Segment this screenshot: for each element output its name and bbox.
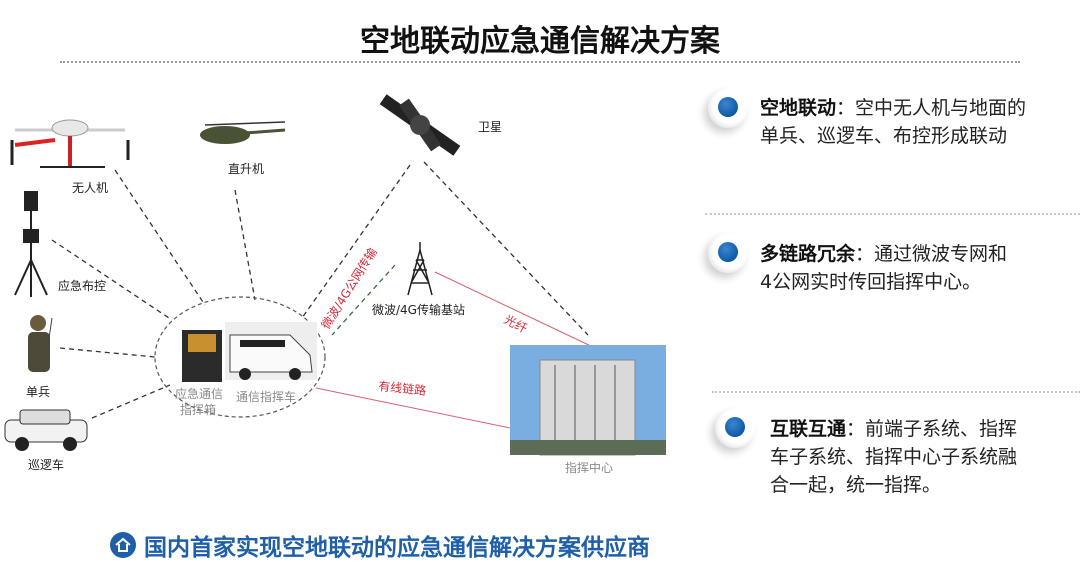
command-vehicle-label: 通信指挥车 bbox=[236, 389, 296, 404]
wired-link-label: 有线链路 bbox=[378, 378, 427, 398]
link-helicopter bbox=[234, 189, 256, 301]
home-icon bbox=[110, 532, 136, 558]
helicopter-icon bbox=[200, 121, 286, 144]
title-divider bbox=[60, 61, 1020, 63]
point-text: 前端子系统、指挥 bbox=[865, 418, 1018, 440]
base-station-label: 微波/4G传输基站 bbox=[372, 302, 465, 317]
satellite-icon bbox=[379, 94, 461, 156]
point-redundancy: 多链路冗余：通过微波专网和 4公网实时传回指挥中心。 bbox=[760, 240, 1007, 296]
point-text: 单兵、巡逻车、布控形成联动 bbox=[760, 125, 1008, 147]
drone-icon bbox=[10, 119, 130, 168]
dashed-links bbox=[51, 161, 589, 419]
patrol-car-label: 巡逻车 bbox=[28, 457, 64, 472]
command-center-building-icon bbox=[510, 345, 666, 456]
point-text: 车子系统、指挥中心子系统融 bbox=[770, 446, 1018, 468]
link-drone bbox=[114, 169, 206, 306]
point-text: 空中无人机与地面的 bbox=[855, 97, 1027, 119]
bullet-icon bbox=[708, 88, 748, 128]
footer-text: 国内首家实现空地联动的应急通信解决方案供应商 bbox=[144, 535, 650, 561]
link-tripod bbox=[51, 239, 173, 321]
helicopter-label: 直升机 bbox=[228, 162, 264, 176]
footer-banner: 国内首家实现空地联动的应急通信解决方案供应商 bbox=[110, 528, 650, 562]
command-box-icon bbox=[182, 330, 222, 382]
point-heading: 互联互通 bbox=[770, 418, 847, 440]
link-soldier bbox=[59, 347, 156, 358]
link-base-station bbox=[331, 264, 396, 336]
point-interconnect: 互联互通：前端子系统、指挥 车子系统、指挥中心子系统融 合一起，统一指挥。 bbox=[770, 415, 1017, 499]
point-text: 合一起，统一指挥。 bbox=[770, 474, 942, 496]
patrol-car-icon bbox=[4, 409, 88, 451]
point-text: 通过微波专网和 bbox=[874, 243, 1008, 265]
command-center-label: 指挥中心 bbox=[565, 460, 613, 475]
link-satellite-center bbox=[423, 161, 589, 336]
page-title: 空地联动应急通信解决方案 bbox=[360, 24, 720, 59]
base-station-tower-icon bbox=[407, 242, 433, 296]
bullet-icon bbox=[715, 408, 755, 448]
divider bbox=[705, 213, 1080, 215]
fiber-line bbox=[434, 271, 596, 349]
fiber-link-label: 光纤 bbox=[502, 312, 530, 336]
wired-line bbox=[315, 387, 511, 429]
link-satellite-vehicle bbox=[301, 164, 411, 319]
tripod-label: 应急布控 bbox=[58, 278, 106, 293]
separator: ： bbox=[836, 97, 856, 119]
microwave-4g-link-label: 微波/4G公网传输 bbox=[318, 245, 380, 332]
tripod-camera-icon bbox=[14, 191, 48, 297]
soldier-label: 单兵 bbox=[26, 385, 50, 399]
point-text: 4公网实时传回指挥中心。 bbox=[760, 271, 982, 293]
command-box-label: 应急通信 bbox=[175, 386, 223, 401]
divider bbox=[712, 391, 1080, 393]
separator: ： bbox=[846, 418, 866, 440]
satellite-label: 卫星 bbox=[478, 120, 502, 134]
soldier-icon bbox=[28, 315, 53, 372]
point-heading: 空地联动 bbox=[760, 97, 837, 119]
point-heading: 多链路冗余 bbox=[760, 243, 856, 265]
link-patrol-car bbox=[91, 384, 171, 419]
command-vehicle-icon bbox=[225, 322, 317, 380]
drone-label: 无人机 bbox=[72, 181, 108, 195]
point-air-ground: 空地联动：空中无人机与地面的 单兵、巡逻车、布控形成联动 bbox=[760, 94, 1026, 150]
separator: ： bbox=[855, 243, 875, 265]
network-diagram: 无人机 直升机 卫星 应急布控 单兵 巡逻车 应急通信 指挥箱 bbox=[4, 94, 666, 475]
command-box-label-2: 指挥箱 bbox=[180, 402, 216, 417]
bullet-icon bbox=[708, 233, 748, 273]
command-group-outline bbox=[154, 296, 326, 418]
